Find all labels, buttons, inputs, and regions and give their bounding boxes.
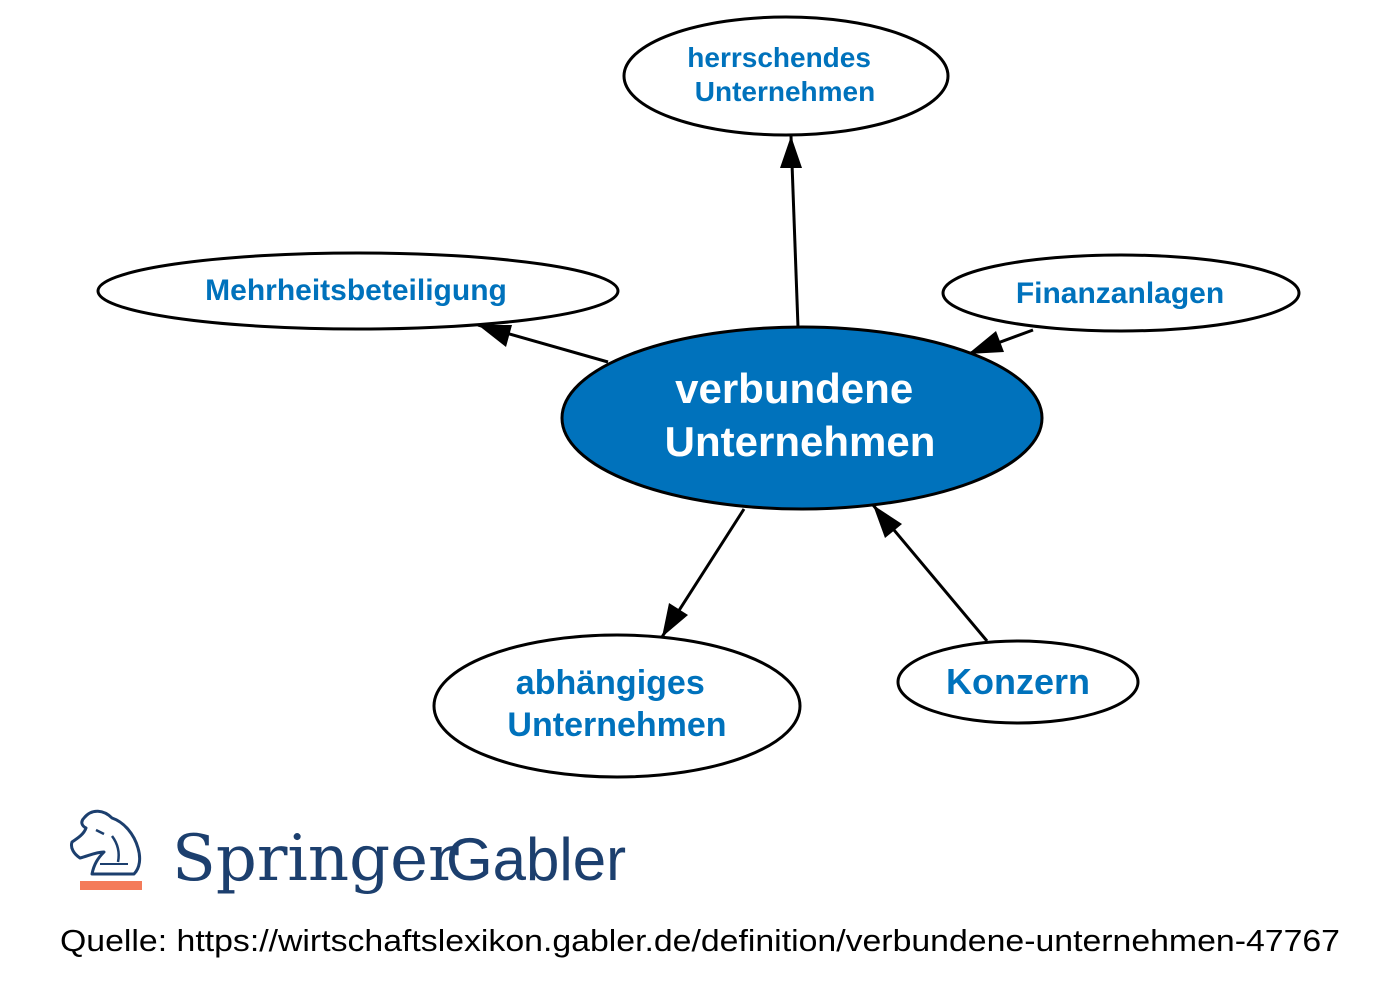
svg-text:Mehrheitsbeteiligung: Mehrheitsbeteiligung bbox=[205, 274, 507, 307]
arrowhead-finanzanlagen bbox=[968, 331, 1004, 354]
node-ellipse bbox=[941, 253, 1301, 333]
node-finanzanlagen[interactable]: Finanzanlagen bbox=[941, 253, 1301, 333]
edges bbox=[477, 135, 1034, 642]
source-citation: Quelle: https://wirtschaftslexikon.gable… bbox=[60, 923, 1340, 958]
logo-accent-bar bbox=[80, 881, 142, 890]
center-label-line-2: Unternehmen bbox=[665, 418, 936, 465]
arrowhead-konzern bbox=[873, 505, 902, 538]
springer-gabler-logo[interactable]: Springer Gabler bbox=[70, 809, 626, 896]
node-label-line-2: Unternehmen bbox=[695, 76, 875, 107]
svg-text:Finanzanlagen: Finanzanlagen bbox=[1016, 277, 1224, 310]
node-label-line-1: Mehrheitsbeteiligung bbox=[205, 274, 507, 307]
node-mehrheitsbeteiligung[interactable]: Mehrheitsbeteiligung bbox=[96, 251, 620, 331]
node-label-line-1: Finanzanlagen bbox=[1016, 277, 1224, 310]
node-ellipse bbox=[622, 15, 950, 137]
node-label-line-1: abhängiges bbox=[516, 664, 705, 702]
node-abhaengiges-unternehmen[interactable]: abhängiges Unternehmen bbox=[432, 633, 802, 779]
logo-brand-text: Springer bbox=[172, 822, 459, 896]
node-label-line-2: Unternehmen bbox=[507, 706, 726, 744]
node-ellipse bbox=[896, 639, 1140, 725]
node-verbundene-unternehmen[interactable]: verbundene Unternehmen bbox=[560, 325, 1044, 511]
arrowhead-mehrheit bbox=[478, 325, 512, 347]
arrowhead-herrschendes bbox=[780, 136, 802, 168]
node-herrschendes-unternehmen[interactable]: herrschendes Unternehmen bbox=[622, 15, 950, 137]
logo-imprint-text: Gabler bbox=[446, 826, 626, 893]
svg-text:Konzern: Konzern bbox=[946, 661, 1090, 702]
svg-text:verbundene Unternehmen: verbundene Unternehmen bbox=[665, 365, 936, 465]
svg-text:herrschendes Unternehmen: herrschendes Unternehmen bbox=[687, 42, 878, 107]
node-label-line-1: herrschendes bbox=[687, 42, 871, 73]
node-konzern[interactable]: Konzern bbox=[896, 639, 1140, 725]
center-ellipse bbox=[560, 325, 1044, 511]
svg-text:abhängiges Unternehmen: abhängiges Unternehmen bbox=[507, 664, 726, 744]
node-ellipse bbox=[432, 633, 802, 779]
node-label-line-1: Konzern bbox=[946, 661, 1090, 702]
center-label-line-1: verbundene bbox=[675, 365, 913, 412]
arrowhead-abhaengiges bbox=[662, 603, 688, 637]
chess-knight-icon bbox=[70, 809, 142, 890]
node-ellipse bbox=[96, 251, 620, 331]
